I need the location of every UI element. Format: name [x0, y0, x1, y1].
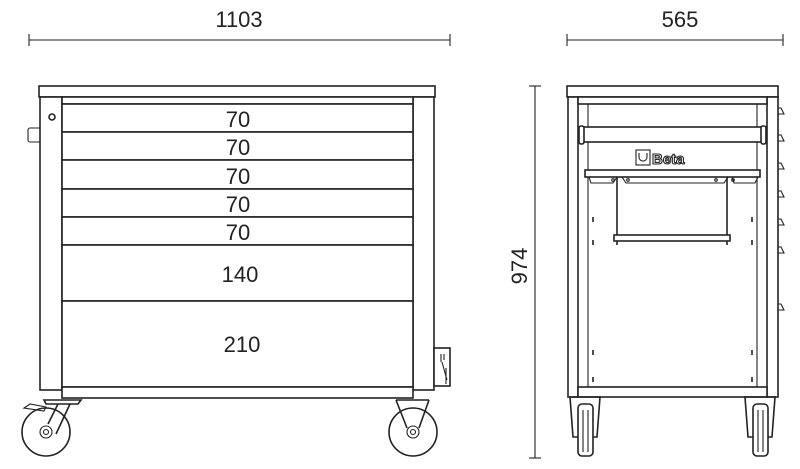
side-view: 565 974 Beta [507, 7, 785, 459]
drawer-4-label: 70 [226, 192, 250, 217]
drawer-2-label: 70 [226, 135, 250, 160]
side-bracket [433, 347, 451, 387]
panel-slots [592, 217, 753, 382]
brand-logo-text: Beta [652, 151, 685, 168]
drawer-7-label: 210 [224, 332, 261, 357]
drawer-6-label: 140 [222, 262, 259, 287]
drawers: 70 70 70 70 70 140 210 [61, 103, 414, 388]
lock-icon [48, 113, 56, 121]
side-top-strip [577, 96, 768, 105]
side-panel [587, 103, 758, 388]
right-caster [388, 399, 438, 457]
worktop [38, 85, 436, 98]
drawer-7[interactable] [61, 300, 414, 388]
left-wheel [21, 407, 71, 457]
drawer-1[interactable] [61, 103, 414, 133]
side-worktop [566, 85, 779, 98]
top-frame-strip [61, 96, 414, 105]
drawer-3[interactable] [61, 159, 414, 190]
paper-roll-holder [613, 177, 731, 245]
bottom-plinth [61, 386, 414, 399]
brand-logo: Beta [635, 149, 686, 169]
height-dimension-label: 974 [507, 248, 532, 285]
depth-dimension-label: 565 [662, 7, 699, 32]
width-dimension-line [28, 34, 451, 46]
drawer-handles-side [778, 107, 785, 311]
side-front-caster [744, 396, 776, 457]
depth-dimension-line [566, 34, 784, 46]
push-handle[interactable] [578, 125, 767, 145]
side-rear-post [567, 96, 579, 398]
left-upright [39, 96, 63, 391]
drawer-5[interactable] [61, 216, 414, 246]
front-view: 1103 70 70 70 70 70 140 210 [21, 7, 451, 457]
right-wheel [388, 407, 438, 457]
height-dimension-line [529, 85, 541, 459]
drawer-1-label: 70 [226, 107, 250, 132]
side-front-post [766, 96, 779, 398]
drawer-5-label: 70 [226, 220, 250, 245]
side-handle [27, 127, 40, 143]
right-upright [412, 96, 435, 391]
side-rear-caster [569, 396, 601, 457]
side-bottom-rail [577, 386, 768, 398]
left-caster-with-brake [21, 399, 83, 457]
side-shelf [584, 169, 761, 178]
shelf-brackets [588, 176, 759, 184]
drawer-3-label: 70 [226, 164, 250, 189]
width-dimension-label: 1103 [215, 7, 262, 32]
